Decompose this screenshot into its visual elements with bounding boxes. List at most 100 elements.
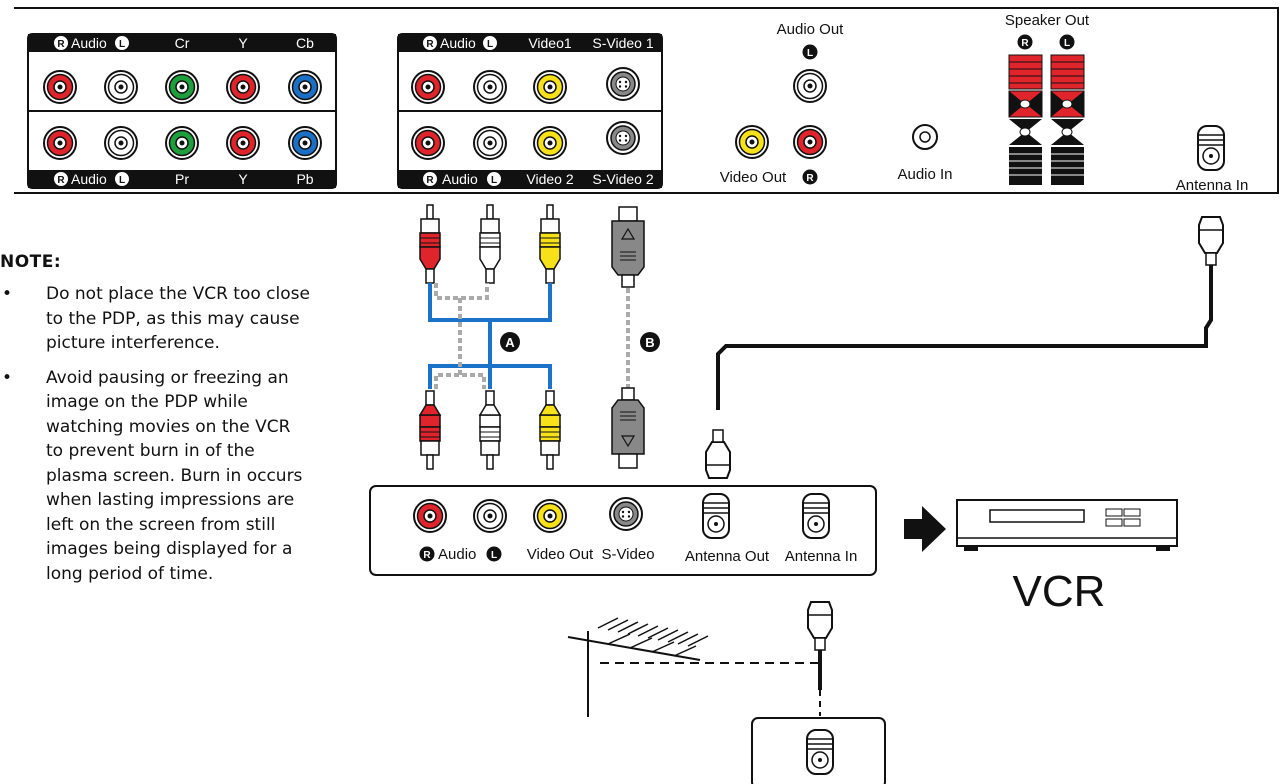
vcr-audio-r-jack[interactable] bbox=[413, 499, 447, 533]
audio-out-r-jack[interactable] bbox=[793, 125, 827, 159]
vcr-svideo-jack[interactable] bbox=[609, 497, 643, 531]
b2-top-audio-label: Audio bbox=[440, 35, 476, 51]
b2-bottom-audio-label: Audio bbox=[442, 171, 478, 187]
bullet-icon: • bbox=[2, 284, 13, 304]
speaker-out-group: Speaker Out R L bbox=[1005, 12, 1090, 185]
vcr-video-out-label: Video Out bbox=[527, 546, 594, 563]
vcr-video-out-jack[interactable] bbox=[533, 499, 567, 533]
b1-bottom-l-badge: L bbox=[119, 175, 125, 186]
vcr-r-badge: R bbox=[423, 550, 431, 561]
pr-jack[interactable] bbox=[165, 126, 199, 160]
vcr-antenna-in-jack[interactable] bbox=[802, 493, 830, 539]
video1-label: Video1 bbox=[528, 35, 572, 51]
b2-bottom-l-badge: L bbox=[491, 175, 497, 186]
cable-a-top-yellow-plug[interactable] bbox=[539, 204, 561, 284]
b1-audio-r-jack-bottom[interactable] bbox=[43, 126, 77, 160]
b1-cb-label: Cb bbox=[296, 35, 314, 51]
speaker-terminal-l[interactable] bbox=[1050, 54, 1085, 185]
vcr-back-panel: R Audio L Video Out S-Video Antenna Out … bbox=[369, 485, 877, 576]
y-jack-top[interactable] bbox=[226, 70, 260, 104]
video-out-label: Video Out bbox=[720, 169, 787, 186]
speaker-out-label: Speaker Out bbox=[1005, 12, 1090, 29]
vcr-antenna-in-label: Antenna In bbox=[785, 548, 858, 565]
cable-a-top-red-plug[interactable] bbox=[419, 204, 441, 284]
note-item: • Avoid pausing or freezing an image on t… bbox=[0, 366, 310, 587]
cable-a-bottom-red-plug[interactable] bbox=[419, 390, 441, 470]
video2-jack[interactable] bbox=[533, 126, 567, 160]
b1-bottom-r-badge: R bbox=[57, 175, 65, 186]
b1-audio-r-jack-top[interactable] bbox=[43, 70, 77, 104]
b1-top-l-badge: L bbox=[119, 39, 125, 50]
vcr-audio-label: Audio bbox=[438, 546, 476, 563]
pb-jack[interactable] bbox=[288, 126, 322, 160]
tv-antenna-in-label: Antenna In bbox=[1176, 177, 1249, 194]
av2-audio-r-jack[interactable] bbox=[411, 126, 445, 160]
cable-a-top-white-plug[interactable] bbox=[479, 204, 501, 284]
vcr-audio-l-jack[interactable] bbox=[473, 499, 507, 533]
cable-a-bottom-white-plug[interactable] bbox=[479, 390, 501, 470]
coax-plug-vcr-out[interactable] bbox=[705, 429, 731, 479]
b1-audio-l-jack-bottom[interactable] bbox=[104, 126, 138, 160]
note-item-text: Do not place the VCR too close to the PD… bbox=[46, 284, 310, 353]
note-item-text: Avoid pausing or freezing an image on th… bbox=[46, 367, 303, 584]
cb-jack[interactable] bbox=[288, 70, 322, 104]
svideo1-jack[interactable] bbox=[606, 67, 640, 101]
svideo2-jack[interactable] bbox=[606, 121, 640, 155]
bullet-icon: • bbox=[2, 367, 13, 388]
vcr-svideo-label: S-Video bbox=[601, 546, 654, 563]
audio-in-group: Audio In bbox=[897, 124, 953, 183]
vcr-label: VCR bbox=[1013, 567, 1106, 616]
video-out-jack[interactable] bbox=[735, 125, 769, 159]
svideo2-label: S-Video 2 bbox=[592, 171, 653, 187]
audio-out-r-badge: R bbox=[806, 173, 814, 184]
cable-b-top-plug[interactable] bbox=[611, 206, 645, 288]
cable-b-marker: B bbox=[645, 335, 654, 350]
video2-label: Video 2 bbox=[526, 171, 573, 187]
component-input-block: R Audio L Cr Y Cb R Audio L Pr bbox=[27, 33, 337, 189]
arrow-right-icon bbox=[904, 506, 946, 552]
tv-antenna-in-jack[interactable] bbox=[1197, 125, 1225, 171]
b1-top-audio-label: Audio bbox=[71, 35, 107, 51]
y-jack-bottom[interactable] bbox=[226, 126, 260, 160]
av2-audio-l-jack[interactable] bbox=[473, 126, 507, 160]
svideo1-label: S-Video 1 bbox=[592, 35, 653, 51]
audio-in-label: Audio In bbox=[897, 166, 952, 183]
audio-out-label: Audio Out bbox=[777, 21, 845, 38]
vcr-device-icon bbox=[956, 499, 1178, 551]
b1-top-r-badge: R bbox=[57, 39, 65, 50]
coax-plug-tv[interactable] bbox=[1198, 216, 1224, 266]
cable-a-bottom-yellow-plug[interactable] bbox=[539, 390, 561, 470]
note-item: • Do not place the VCR too close to the P… bbox=[0, 282, 310, 356]
cr-jack[interactable] bbox=[165, 70, 199, 104]
audio-out-l-badge: L bbox=[807, 48, 813, 59]
cable-a-marker: A bbox=[505, 335, 515, 350]
note-list: • Do not place the VCR too close to the P… bbox=[0, 282, 310, 586]
av1-audio-r-jack[interactable] bbox=[411, 70, 445, 104]
note-box: NOTE: •Do not place the VCR too close to… bbox=[0, 252, 310, 596]
cable-b-bottom-plug[interactable] bbox=[611, 387, 645, 469]
b1-pb-label: Pb bbox=[296, 171, 313, 187]
b2-top-r-badge: R bbox=[426, 39, 434, 50]
coax-plug-antenna[interactable] bbox=[807, 601, 833, 651]
b2-bottom-r-badge: R bbox=[426, 175, 434, 186]
b1-cr-label: Cr bbox=[175, 35, 190, 51]
outdoor-antenna-icon bbox=[567, 617, 818, 717]
b1-audio-l-jack-top[interactable] bbox=[104, 70, 138, 104]
b2-top-l-badge: L bbox=[487, 39, 493, 50]
svideo-cable-b: B bbox=[611, 206, 660, 469]
vcr-antenna-out-jack[interactable] bbox=[702, 493, 730, 539]
video1-jack[interactable] bbox=[533, 70, 567, 104]
b1-bottom-y-label: Y bbox=[238, 171, 248, 187]
vcr-antenna-out-label: Antenna Out bbox=[685, 548, 770, 565]
antenna-cable bbox=[751, 601, 886, 784]
b1-pr-label: Pr bbox=[175, 171, 189, 187]
audio-video-out-group: Audio Out L Video Out R bbox=[720, 21, 844, 186]
speaker-r-badge: R bbox=[1021, 38, 1029, 49]
audio-out-l-jack[interactable] bbox=[793, 69, 827, 103]
av-input-block: R Audio L Video1 S-Video 1 R Audio L Vid… bbox=[397, 33, 663, 189]
vcr-l-badge: L bbox=[491, 550, 497, 561]
speaker-terminal-r[interactable] bbox=[1008, 54, 1043, 185]
wall-antenna-jack[interactable] bbox=[806, 729, 834, 775]
av1-audio-l-jack[interactable] bbox=[473, 70, 507, 104]
